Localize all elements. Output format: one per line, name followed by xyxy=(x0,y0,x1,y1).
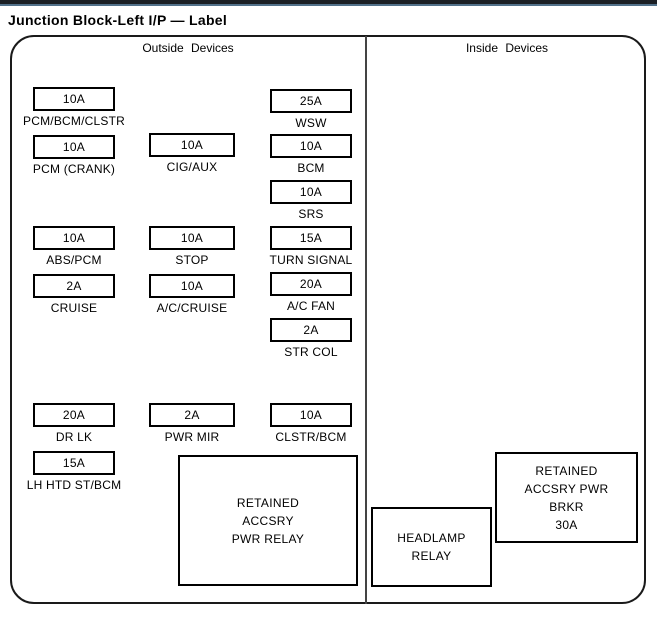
fuse-cruise: 2A xyxy=(33,274,115,298)
fuse-label-stop: STOP xyxy=(175,253,209,267)
fuse-amp-rating: 10A xyxy=(62,140,86,154)
relay-text-line: HEADLAMP xyxy=(397,531,466,545)
fuse-amp-rating: 10A xyxy=(299,408,323,422)
fuse-amp-rating: 2A xyxy=(303,323,319,337)
fuse-amp-rating: 10A xyxy=(62,92,86,106)
fuse-label-srs: SRS xyxy=(298,207,324,221)
window-top-border xyxy=(0,0,657,6)
section-label-inside-devices: Inside Devices xyxy=(465,41,549,55)
fuse-amp-rating: 20A xyxy=(299,277,323,291)
fuse-amp-rating: 25A xyxy=(299,94,323,108)
fuse-label-pcm-bcm-clstr: PCM/BCM/CLSTR xyxy=(23,114,125,128)
fuse-wsw: 25A xyxy=(270,89,352,113)
section-label-outside-devices: Outside Devices xyxy=(142,41,234,55)
relay-text-line: RETAINED xyxy=(535,463,598,478)
fuse-label-a-c-cruise: A/C/CRUISE xyxy=(156,301,228,315)
fuse-a-c-cruise: 10A xyxy=(149,274,235,298)
fuse-pcm-bcm-clstr: 10A xyxy=(33,87,115,111)
fuse-turn-signal: 15A xyxy=(270,226,352,250)
fuse-amp-rating: 10A xyxy=(180,279,204,293)
section-divider xyxy=(365,36,367,604)
fuse-amp-rating: 20A xyxy=(62,408,86,422)
fuse-label-abs-pcm: ABS/PCM xyxy=(46,253,102,267)
fuse-label-wsw: WSW xyxy=(295,116,327,130)
fuse-label-lh-htd-st-bcm: LH HTD ST/BCM xyxy=(26,478,122,492)
fuse-amp-rating: 2A xyxy=(66,279,82,293)
fuse-abs-pcm: 10A xyxy=(33,226,115,250)
fuse-amp-rating: 15A xyxy=(62,456,86,470)
fuse-amp-rating: 2A xyxy=(184,408,200,422)
fuse-label-clstr-bcm: CLSTR/BCM xyxy=(275,430,347,444)
fuse-label-a-c-fan: A/C FAN xyxy=(286,299,336,313)
fuse-amp-rating: 10A xyxy=(62,231,86,245)
fuse-label-pwr-mir: PWR MIR xyxy=(164,430,220,444)
fuse-pwr-mir: 2A xyxy=(149,403,235,427)
relay-text-line: RELAY xyxy=(411,549,452,563)
fuse-label-str-col: STR COL xyxy=(284,345,338,359)
relay-text-line: RETAINED xyxy=(236,495,300,510)
fuse-cig-aux: 10A xyxy=(149,133,235,157)
fuse-label-bcm: BCM xyxy=(297,161,325,175)
fuse-label-pcm-crank: PCM (CRANK) xyxy=(32,162,116,176)
fuse-amp-rating: 10A xyxy=(299,139,323,153)
fuse-label-cig-aux: CIG/AUX xyxy=(166,160,218,174)
fuse-a-c-fan: 20A xyxy=(270,272,352,296)
fuse-amp-rating: 10A xyxy=(299,185,323,199)
headlamp-relay: HEADLAMP RELAY xyxy=(371,507,492,587)
fuse-bcm: 10A xyxy=(270,134,352,158)
fuse-str-col: 2A xyxy=(270,318,352,342)
fuse-amp-rating: 15A xyxy=(299,231,323,245)
relay-text-line: PWR RELAY xyxy=(231,531,305,546)
fuse-clstr-bcm: 10A xyxy=(270,403,352,427)
relay-text-line: 30A xyxy=(555,517,578,532)
relay-text-line: BRKR xyxy=(549,499,584,514)
fuse-srs: 10A xyxy=(270,180,352,204)
relay-text-line: ACCSRY PWR xyxy=(524,481,609,496)
fuse-amp-rating: 10A xyxy=(180,138,204,152)
fuse-label-cruise: CRUISE xyxy=(50,301,98,315)
fuse-stop: 10A xyxy=(149,226,235,250)
fuse-pcm-crank: 10A xyxy=(33,135,115,159)
fuse-lh-htd-st-bcm: 15A xyxy=(33,451,115,475)
fuse-label-turn-signal: TURN SIGNAL xyxy=(269,253,353,267)
relay-text-line: ACCSRY xyxy=(242,513,294,528)
fuse-dr-lk: 20A xyxy=(33,403,115,427)
retained-accsry-pwr-relay: RETAINED ACCSRY PWR RELAY xyxy=(178,455,358,586)
page-title: Junction Block-Left I/P — Label xyxy=(8,12,228,28)
fuse-amp-rating: 10A xyxy=(180,231,204,245)
fuse-label-dr-lk: DR LK xyxy=(55,430,93,444)
retained-accsry-pwr-brkr: RETAINED ACCSRY PWR BRKR 30A xyxy=(495,452,638,543)
